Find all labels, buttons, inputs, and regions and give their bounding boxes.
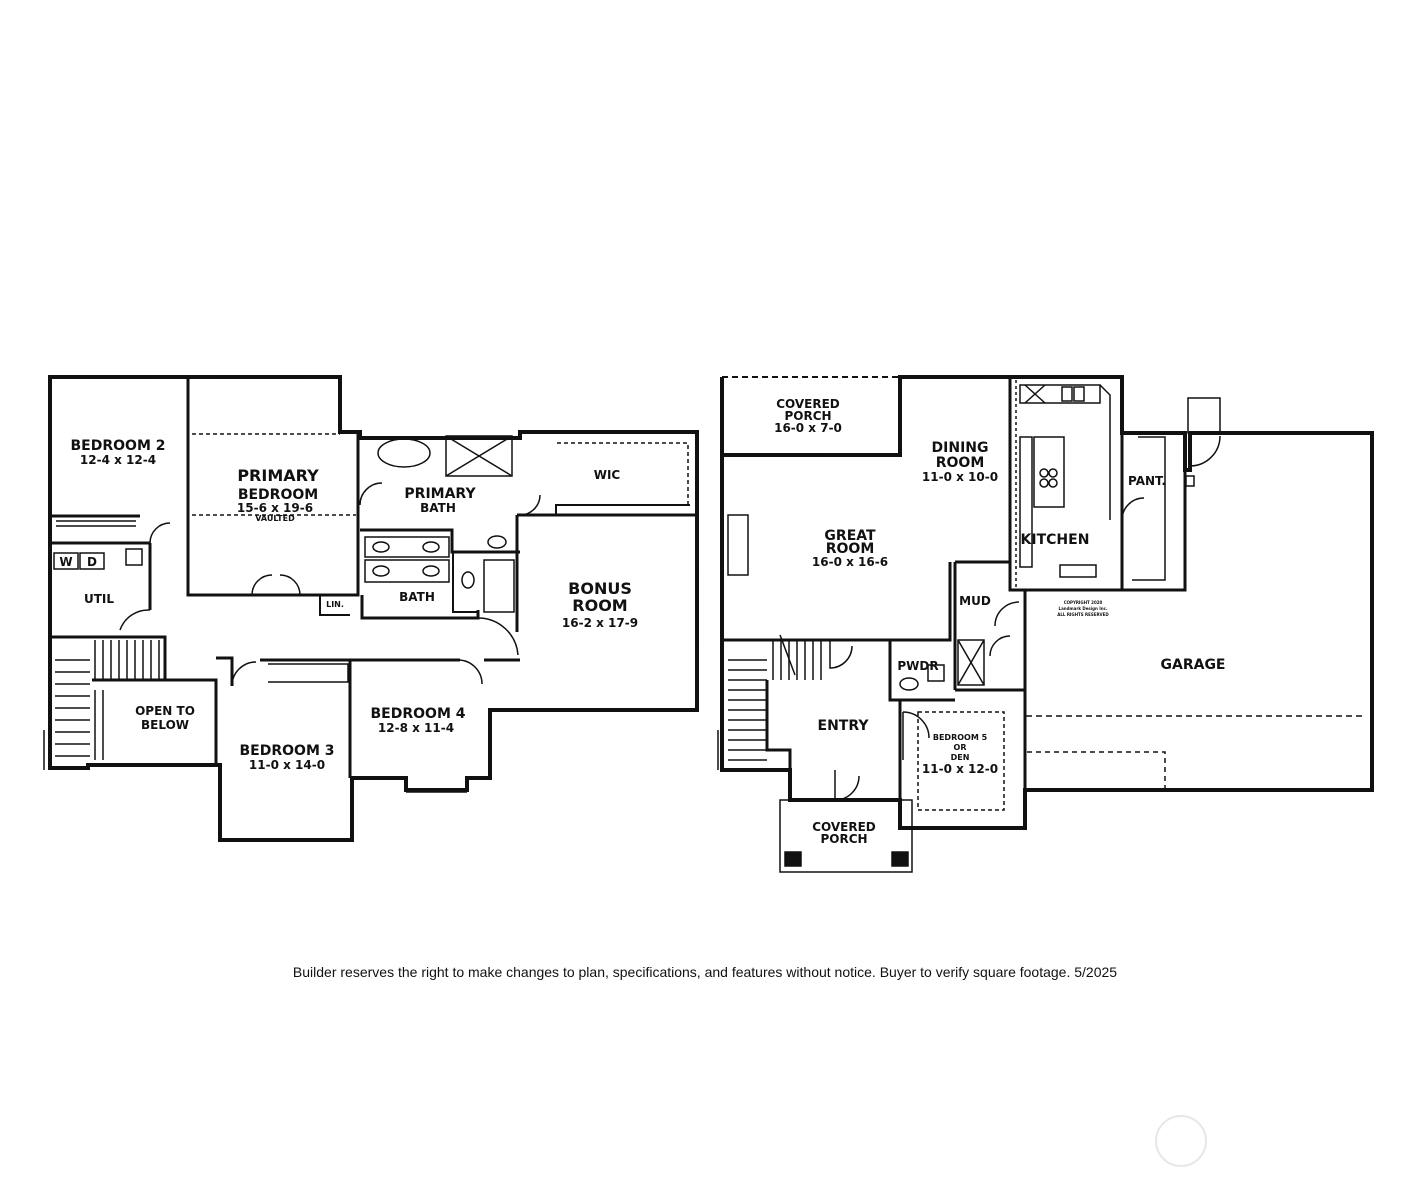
primary-bedroom-label: PRIMARY: [237, 466, 319, 485]
bedroom5-label-2: OR: [954, 743, 967, 752]
bedroom5-label-3: DEN: [951, 753, 970, 762]
bonus-room-dims: 16-2 x 17-9: [562, 616, 638, 630]
primary-bedroom-label-2: BEDROOM: [238, 487, 318, 503]
primary-bedroom-dims: 15-6 x 19-6: [237, 501, 313, 515]
dryer-label: D: [87, 555, 97, 569]
dining-room-label: DINING: [932, 440, 989, 456]
dining-room-label-2: ROOM: [936, 455, 985, 471]
bonus-room-label: BONUS: [568, 579, 632, 598]
util-label: UTIL: [84, 592, 114, 606]
covered-porch-front-label: COVERED: [812, 820, 876, 834]
primary-bedroom-note: VAULTED: [255, 514, 295, 523]
entry-label: ENTRY: [818, 718, 870, 734]
powder-label: PWDR: [897, 659, 938, 673]
open-to-below-label-2: BELOW: [141, 718, 189, 732]
copyright-line3: ALL RIGHTS RESERVED: [1057, 612, 1109, 617]
bedroom3-dims: 11-0 x 14-0: [249, 758, 325, 772]
covered-porch-rear-dims: 16-0 x 7-0: [774, 421, 842, 435]
covered-porch-rear-label: COVERED: [776, 397, 840, 411]
wic-label: WIC: [594, 468, 621, 482]
kitchen-label: KITCHEN: [1021, 532, 1090, 548]
bonus-room-label-2: ROOM: [572, 596, 627, 615]
bedroom2-dims: 12-4 x 12-4: [80, 453, 156, 467]
disclaimer-text: Builder reserves the right to make chang…: [292, 964, 1118, 980]
copyright-line2: Landmark Design Inc.: [1059, 606, 1108, 611]
washer-label: W: [59, 555, 72, 569]
bedroom5-label: BEDROOM 5: [933, 733, 988, 742]
great-room-dims: 16-0 x 16-6: [812, 555, 888, 569]
mud-label: MUD: [959, 594, 991, 608]
watermark-logo: [1155, 1115, 1207, 1167]
main-fixtures: [717, 376, 1365, 873]
bedroom4-label: BEDROOM 4: [371, 706, 466, 722]
pantry-label: PANT.: [1128, 474, 1166, 488]
covered-porch-front-label-2: PORCH: [820, 832, 867, 846]
copyright-line1: COPYRIGHT 2020: [1064, 600, 1103, 605]
primary-bath-label-2: BATH: [420, 501, 456, 515]
bedroom5-dims: 11-0 x 12-0: [922, 762, 998, 776]
bedroom4-dims: 12-8 x 11-4: [378, 721, 454, 735]
upper-fixtures: [43, 376, 698, 841]
garage-label: GARAGE: [1161, 657, 1226, 673]
primary-bath-label: PRIMARY: [404, 486, 476, 502]
linen-label: LIN.: [326, 600, 344, 609]
great-room-label-2: ROOM: [826, 541, 875, 557]
upper-floor-labels: BEDROOM 2 12-4 x 12-4 PRIMARY BEDROOM 15…: [59, 438, 638, 772]
open-to-below-label: OPEN TO: [135, 704, 195, 718]
main-floor-labels: COVERED PORCH 16-0 x 7-0 DINING ROOM 11-…: [774, 397, 1225, 846]
bedroom2-label: BEDROOM 2: [71, 438, 166, 454]
great-room-label: GREAT: [824, 528, 876, 544]
bedroom3-label: BEDROOM 3: [240, 743, 335, 759]
upper-floor-plan: [48, 375, 699, 842]
dining-room-dims: 11-0 x 10-0: [922, 470, 998, 484]
bath-label: BATH: [399, 590, 435, 604]
covered-porch-rear-label-2: PORCH: [784, 409, 831, 423]
main-floor-plan: [720, 375, 1374, 830]
